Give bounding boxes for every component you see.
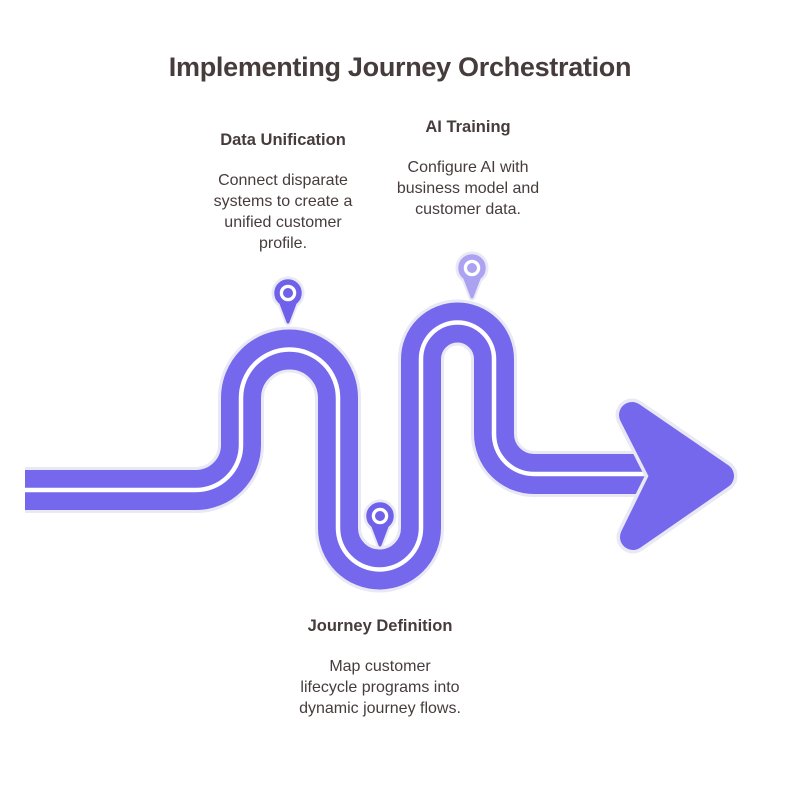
winding-road [25,299,670,593]
page-title: Implementing Journey Orchestration [168,52,632,82]
step-data-unification: Data Unification Connect disparate syste… [203,130,363,254]
step-description: Map customer lifecycle programs into dyn… [299,658,461,717]
step-journey-definition: Journey Definition Map customer lifecycl… [299,616,461,719]
location-pin-icon-data-unification [271,276,305,326]
step-title: Journey Definition [307,617,453,635]
location-pin-icon-ai-training [455,251,489,301]
location-pin-icon-journey-definition [363,499,397,549]
road-centerline [25,320,650,572]
step-title: Data Unification [220,131,346,149]
step-title: AI Training [425,118,511,136]
pin-dot [283,288,293,298]
pin-dot [375,511,385,521]
step-description: Configure AI with business model and cus… [396,159,540,218]
step-ai-training: AI Training Configure AI with business m… [392,117,544,220]
arrow-right-icon [615,398,738,554]
pin-dot [467,263,477,273]
arrow-surface [619,402,734,550]
step-description: Connect disparate systems to create a un… [213,172,353,252]
